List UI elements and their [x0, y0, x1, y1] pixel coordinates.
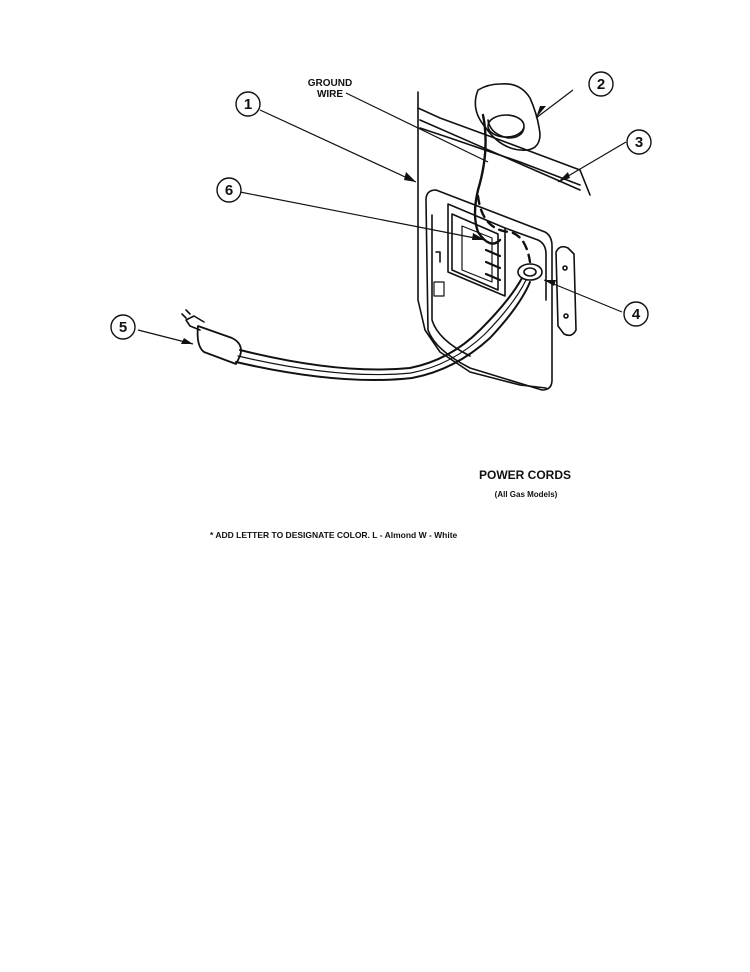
callout-2: 2: [597, 76, 605, 93]
ground-wire: [473, 113, 502, 245]
callout-6: 6: [225, 182, 233, 199]
junction-box: [447, 203, 506, 297]
ground-wire-label-line2: WIRE: [317, 89, 343, 100]
callout-3: 3: [635, 134, 643, 151]
caption-title: POWER CORDS: [478, 468, 571, 482]
power-cord: [239, 277, 523, 371]
mounting-bracket: [555, 245, 577, 337]
plug: [196, 325, 242, 365]
cabinet-outline: [417, 91, 547, 389]
callout-1: 1: [244, 96, 252, 113]
grommet: [474, 82, 541, 151]
access-panel: [425, 189, 553, 391]
caption-subtitle: (All Gas Models): [494, 490, 558, 499]
callout-4: 4: [632, 306, 641, 323]
strain-relief: [517, 263, 543, 281]
callout-5: 5: [119, 319, 127, 336]
color-designation-note: * ADD LETTER TO DESIGNATE COLOR. L - Alm…: [210, 530, 458, 540]
cabinet-top-edge: [417, 107, 591, 196]
ground-wire-label-line1: GROUND: [308, 78, 352, 89]
